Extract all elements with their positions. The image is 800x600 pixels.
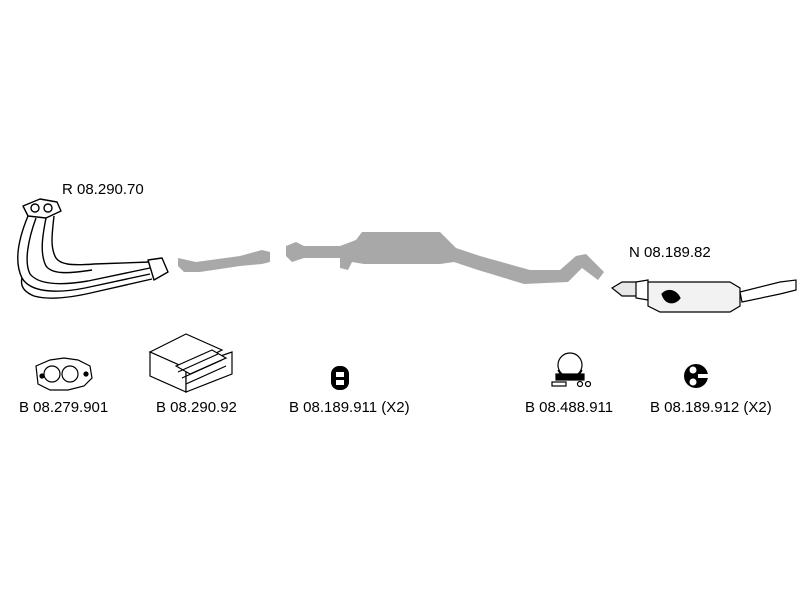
gasket-icon	[35, 357, 93, 391]
gasket-code: B 08.279.901	[19, 399, 109, 416]
mounting-kit-code: B 08.290.92	[156, 399, 237, 416]
intermediate-pipe-drawing	[178, 232, 604, 284]
front-pipe-drawing	[17, 198, 169, 299]
rubber-hanger-icon	[331, 366, 349, 390]
hanger-ring-code: B 08.189.912 (X2)	[650, 399, 772, 416]
rear-silencer-code: N 08.189.82	[629, 244, 711, 261]
mounting-kit-box-icon	[148, 333, 233, 393]
rear-silencer-drawing	[610, 279, 797, 313]
rubber-hanger-code: B 08.189.911 (X2)	[289, 399, 410, 416]
clamp-code: B 08.488.911	[525, 399, 614, 416]
front-pipe-code: R 08.290.70	[62, 181, 144, 198]
clamp-icon	[551, 352, 592, 388]
hanger-ring-icon	[684, 364, 708, 388]
